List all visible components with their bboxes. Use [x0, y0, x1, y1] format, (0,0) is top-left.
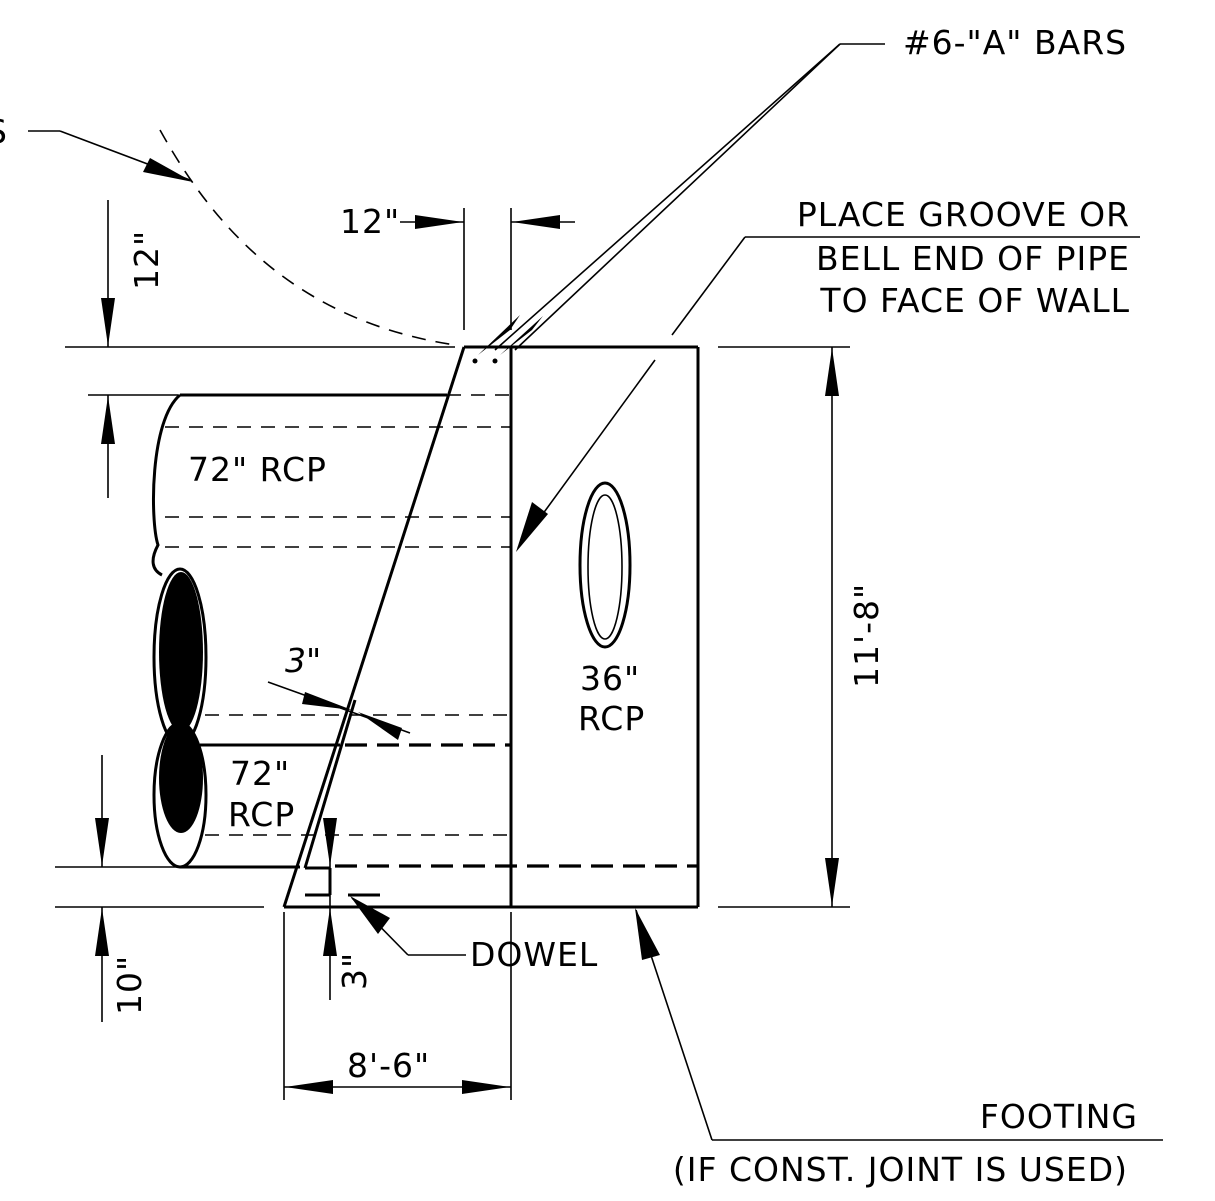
- dim-dowel-offset: [323, 818, 337, 1000]
- headwall-wall: [282, 345, 700, 909]
- pipe-lower-label-line2: RCP: [228, 795, 295, 834]
- footing-leader: [635, 908, 1163, 1141]
- groove-label-line2: BELL END OF PIPE: [816, 239, 1130, 278]
- groove-label-line3: TO FACE OF WALL: [819, 281, 1130, 320]
- bar-dot: [492, 358, 498, 364]
- groove-leader: [516, 236, 1140, 552]
- bars-label: #6-"A" BARS: [903, 23, 1127, 62]
- dim-top-offset-label: 12": [127, 230, 166, 290]
- dowel-label: DOWEL: [470, 935, 598, 974]
- dim-cover-label: 3": [285, 641, 321, 680]
- dim-height: [718, 346, 850, 908]
- dim-wall-thickness: [400, 208, 575, 330]
- swing-arc: [159, 129, 456, 346]
- pipe-side-label-line2: RCP: [578, 699, 645, 738]
- dim-top-offset: [65, 200, 455, 348]
- pipe-lower-label-line1: 72": [230, 754, 290, 793]
- footing-label-line2: (IF CONST. JOINT IS USED): [673, 1150, 1128, 1189]
- pipe-upper-label: 72" RCP: [188, 450, 327, 489]
- dim-pipe-top: [88, 394, 178, 498]
- partial-leader: [28, 130, 193, 182]
- pipe-36-opening: [578, 481, 632, 649]
- groove-label-line1: PLACE GROOVE OR: [797, 195, 1130, 234]
- footing-label-line1: FOOTING: [980, 1097, 1138, 1136]
- dim-base-label: 8'-6": [347, 1046, 430, 1085]
- dim-bottom-offset-label: 10": [110, 955, 149, 1015]
- dim-bottom-offset: [55, 755, 264, 1022]
- dim-cover: [267, 681, 411, 740]
- dim-wall-thickness-label: 12": [340, 202, 400, 241]
- dim-height-label: 11'-8": [847, 583, 886, 688]
- dim-base: [283, 912, 512, 1100]
- bar-dot: [472, 358, 478, 364]
- pipe-side-label-line1: 36": [580, 659, 640, 698]
- partial-label: S: [0, 112, 8, 151]
- pipe-72-upper: [151, 393, 511, 747]
- dowel-leader: [350, 896, 466, 956]
- footing-joint-line: [335, 864, 698, 897]
- bars-leader: [478, 43, 885, 355]
- dim-dowel-offset-label: 3": [335, 952, 374, 990]
- pipe-72-lower: [152, 721, 511, 869]
